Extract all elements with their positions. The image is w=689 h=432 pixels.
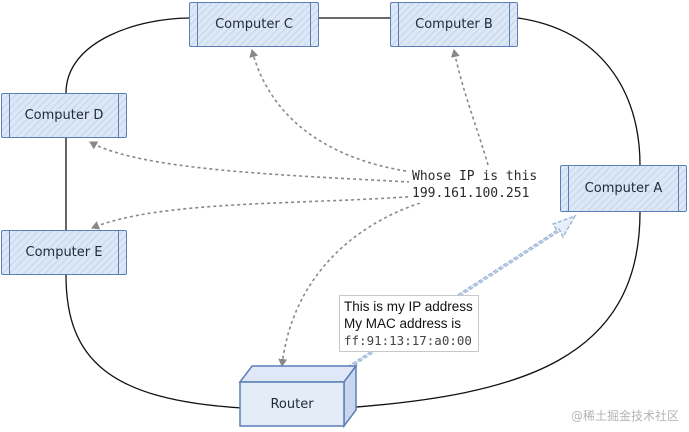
- arrow-to-router: [278, 202, 421, 367]
- computer-d-label: Computer D: [24, 108, 104, 123]
- computer-c-label: Computer C: [215, 17, 293, 32]
- computer-e-label: Computer E: [25, 245, 103, 260]
- computer-c-node: Computer C: [189, 2, 319, 47]
- reply-line-3: ff:91:13:17:a0:00: [344, 333, 472, 348]
- arrow-to-computer-b: [450, 49, 489, 166]
- router-label-box: Router: [240, 382, 344, 426]
- computer-a-node: Computer A: [560, 165, 687, 212]
- arp-query-note: Whose IP is this 199.161.100.251: [409, 167, 551, 203]
- arrow-to-computer-c: [249, 49, 413, 173]
- computer-b-label: Computer B: [415, 17, 493, 32]
- computer-b-node: Computer B: [390, 2, 518, 47]
- reply-line-1: This is my IP address: [344, 299, 473, 314]
- computer-e-node: Computer E: [1, 230, 127, 275]
- query-line-1: Whose IP is this: [412, 169, 538, 184]
- computer-a-label: Computer A: [584, 181, 663, 196]
- router-box: [238, 363, 358, 429]
- arp-reply-note: This is my IP address My MAC address is …: [339, 295, 479, 352]
- arrow-to-computer-d: [89, 141, 411, 183]
- router-label: Router: [270, 396, 314, 412]
- reply-line-2: My MAC address is: [344, 316, 462, 331]
- computer-d-node: Computer D: [1, 93, 127, 138]
- query-line-2: 199.161.100.251: [412, 186, 530, 201]
- network-ring-cable: [65, 17, 641, 409]
- arrow-to-computer-e: [91, 195, 421, 230]
- watermark-text: @稀土掘金技术社区: [570, 409, 679, 423]
